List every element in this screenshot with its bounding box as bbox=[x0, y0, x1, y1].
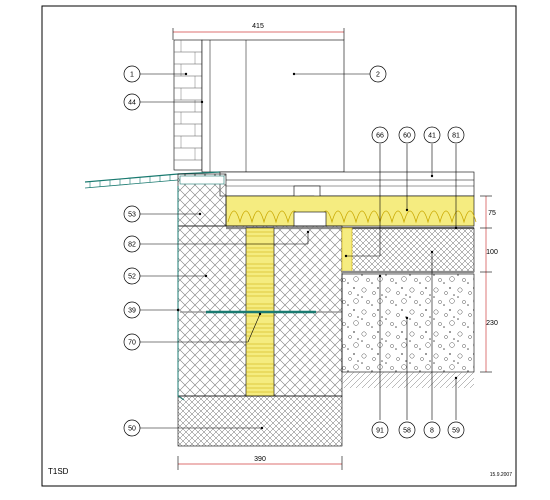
leader-lines bbox=[140, 73, 457, 429]
insulation-layer bbox=[225, 195, 477, 227]
callout-41: 41 bbox=[423, 126, 441, 144]
concrete-slab bbox=[341, 227, 475, 273]
svg-text:66: 66 bbox=[376, 133, 384, 140]
svg-text:50: 50 bbox=[128, 426, 136, 433]
insulation-height-label: 75 bbox=[488, 210, 496, 217]
svg-text:60: 60 bbox=[403, 133, 411, 140]
svg-text:91: 91 bbox=[376, 428, 384, 435]
gravel-height-label: 230 bbox=[486, 320, 498, 327]
callout-50: 50 bbox=[123, 419, 141, 437]
callout-70: 70 bbox=[123, 333, 141, 351]
svg-text:81: 81 bbox=[452, 133, 460, 140]
callout-59: 59 bbox=[447, 421, 465, 439]
svg-text:59: 59 bbox=[452, 428, 460, 435]
svg-text:1: 1 bbox=[130, 72, 134, 79]
svg-text:53: 53 bbox=[128, 212, 136, 219]
svg-text:44: 44 bbox=[128, 100, 136, 107]
callout-52: 52 bbox=[123, 267, 141, 285]
svg-text:70: 70 bbox=[128, 340, 136, 347]
bottom-dimension: 390 bbox=[177, 456, 343, 470]
svg-text:2: 2 bbox=[376, 72, 380, 79]
callout-82: 82 bbox=[123, 235, 141, 253]
drawing-border bbox=[41, 5, 517, 487]
svg-text:8: 8 bbox=[430, 428, 434, 435]
footing bbox=[177, 395, 343, 447]
callout-91: 91 bbox=[371, 421, 389, 439]
svg-text:58: 58 bbox=[403, 428, 411, 435]
leader-dots bbox=[176, 72, 458, 430]
native-soil bbox=[342, 372, 474, 388]
callout-39: 39 bbox=[123, 301, 141, 319]
drawing-code: T1SD bbox=[48, 467, 69, 476]
callout-60: 60 bbox=[398, 126, 416, 144]
floor-plate bbox=[219, 171, 475, 197]
svg-text:39: 39 bbox=[128, 308, 136, 315]
callout-53: 53 bbox=[123, 205, 141, 223]
wall-mass bbox=[201, 39, 345, 173]
gravel-fill bbox=[341, 273, 475, 373]
top-width-label: 415 bbox=[252, 23, 264, 30]
callout-1: 1 bbox=[123, 65, 141, 83]
callout-58: 58 bbox=[398, 421, 416, 439]
svg-text:41: 41 bbox=[428, 133, 436, 140]
svg-text:82: 82 bbox=[128, 242, 136, 249]
callout-66: 66 bbox=[371, 126, 389, 144]
drawing-date: 15.9.2007 bbox=[490, 472, 512, 478]
callout-44: 44 bbox=[123, 93, 141, 111]
top-dimension: 415 bbox=[172, 23, 345, 40]
callout-8: 8 bbox=[423, 421, 441, 439]
bottom-width-label: 390 bbox=[254, 456, 266, 463]
brick-wall bbox=[173, 39, 203, 171]
right-dimensions: 75 100 230 bbox=[480, 195, 498, 373]
callout-2: 2 bbox=[369, 65, 387, 83]
callout-81: 81 bbox=[447, 126, 465, 144]
slab-height-label: 100 bbox=[486, 249, 498, 256]
svg-text:52: 52 bbox=[128, 274, 136, 281]
